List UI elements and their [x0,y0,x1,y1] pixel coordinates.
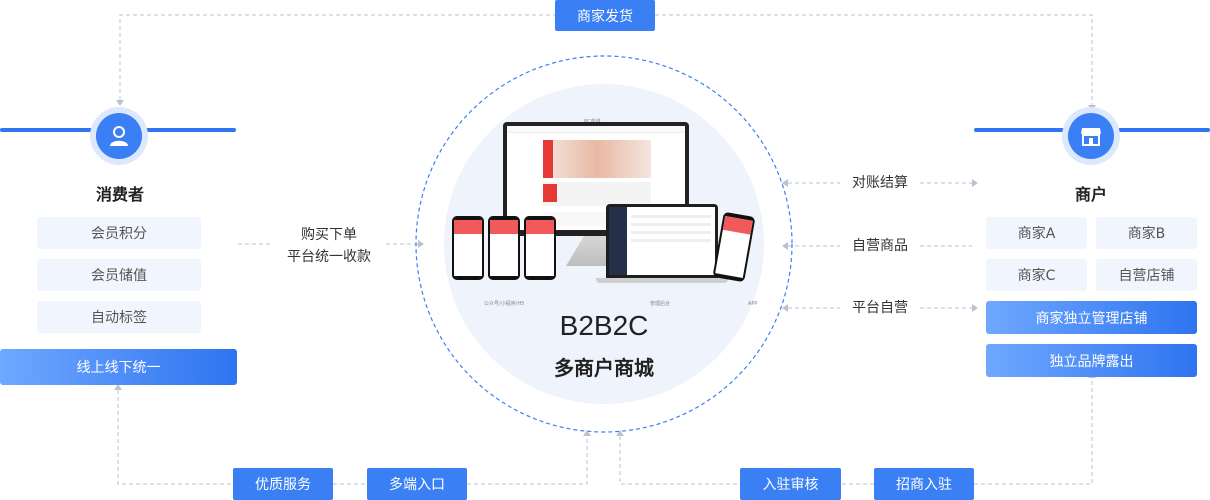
purchase-line1: 购买下单 [301,227,357,243]
independent-brand-exposure: 独立品牌露出 [986,344,1197,377]
platform-self-label: 平台自营 [840,297,920,319]
merchant-item-b: 商家B [1096,217,1197,249]
merchant-item-self-store: 自营店铺 [1096,259,1197,291]
purchase-flow-label: 购买下单 平台统一收款 [272,224,386,268]
self-goods-label: 自营商品 [840,235,920,257]
phone-mockup-2 [488,216,520,280]
laptop-screen [606,204,718,278]
merchant-invite-button[interactable]: 招商入驻 [874,468,974,500]
settle-review-button[interactable]: 入驻审核 [740,468,841,500]
store-icon [1062,107,1120,165]
multi-entry-button[interactable]: 多端入口 [367,468,467,500]
app-caption: APP [748,301,758,307]
center-subtitle: 多商户商城 [554,356,654,380]
merchant-item-c: 商家C [986,259,1087,291]
purchase-line2: 平台统一收款 [287,249,371,265]
consumer-title: 消费者 [95,185,144,204]
desktop-monitor [503,122,689,236]
reconcile-label: 对账结算 [840,172,920,194]
phone-mockup-1 [452,216,484,280]
merchant-ship-button[interactable]: 商家发货 [555,0,655,31]
mp-caption: 公众号/小程序/H5 [484,301,525,307]
merchant-independent-manage: 商家独立管理店铺 [986,301,1197,334]
consumer-item-points: 会员积分 [37,217,201,249]
consumer-item-stored-value: 会员储值 [37,259,201,291]
center-title: B2B2C [559,310,649,341]
phone-mockup-3 [524,216,556,280]
consumer-item-auto-tag: 自动标签 [37,301,201,333]
merchant-item-a: 商家A [986,217,1087,249]
quality-service-button[interactable]: 优质服务 [233,468,333,500]
online-offline-unified: 线上线下统一 [0,349,237,385]
user-icon [90,107,148,165]
merchant-title: 商户 [1074,185,1107,204]
admin-caption: 管理后台 [650,301,671,307]
laptop-base [596,278,728,283]
